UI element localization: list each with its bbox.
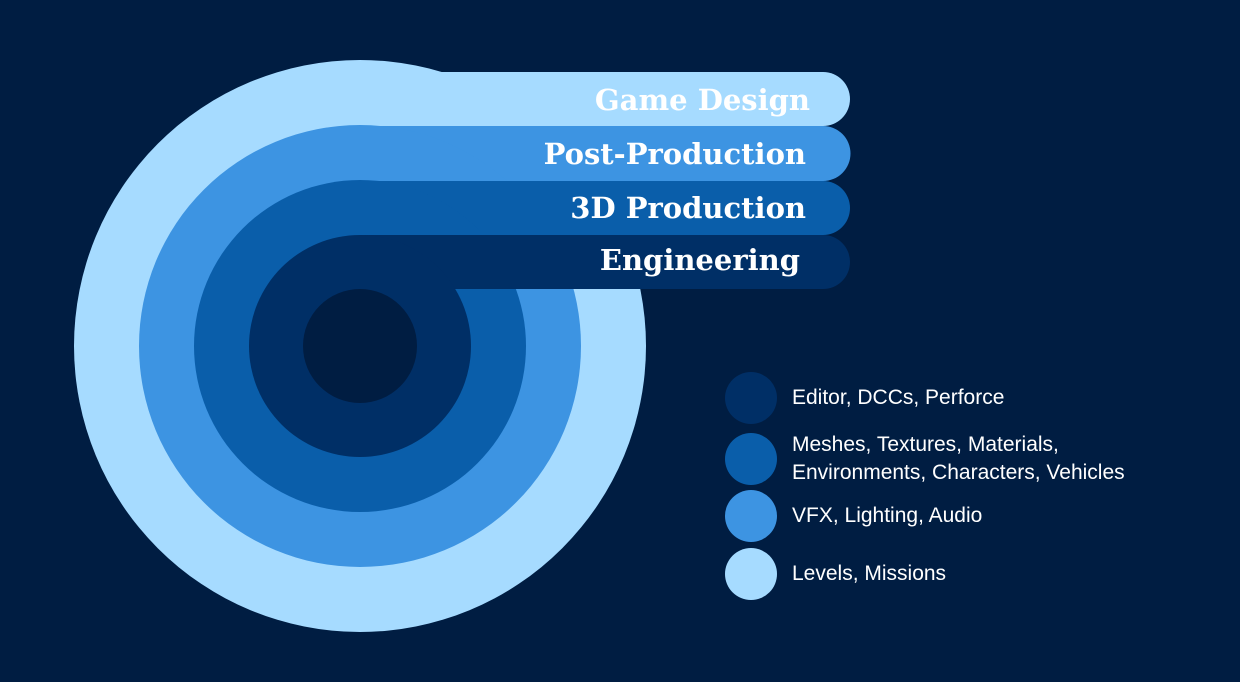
legend-label-game-design: Levels, Missions [792,562,947,585]
legend-swatch-engineering [725,372,777,424]
legend-item-3d-production: Meshes, Textures, Materials, Environment… [725,431,1225,487]
layer-3d-production-label: 3D Production [570,191,806,225]
legend-swatch-post-production [725,490,777,542]
legend-swatch-3d-production [725,433,777,485]
legend-item-game-design: Levels, Missions [725,548,1225,600]
core-circle [303,289,417,403]
legend-item-engineering: Editor, DCCs, Perforce [725,372,1225,424]
legend-label-post-production: VFX, Lighting, Audio [792,504,983,527]
layer-engineering-shape [360,235,850,289]
legend-label-3d-production: Meshes, Textures, Materials, Environment… [792,433,1125,484]
layer-post-production-label: Post-Production [544,137,806,171]
legend-item-post-production: VFX, Lighting, Audio [725,490,1225,542]
layer-game-design-label: Game Design [595,83,810,117]
legend-label-engineering: Editor, DCCs, Perforce [792,386,1005,409]
legend-swatch-game-design [725,548,777,600]
layer-engineering-label: Engineering [600,243,800,277]
layer-3d-production-shape [360,181,850,235]
